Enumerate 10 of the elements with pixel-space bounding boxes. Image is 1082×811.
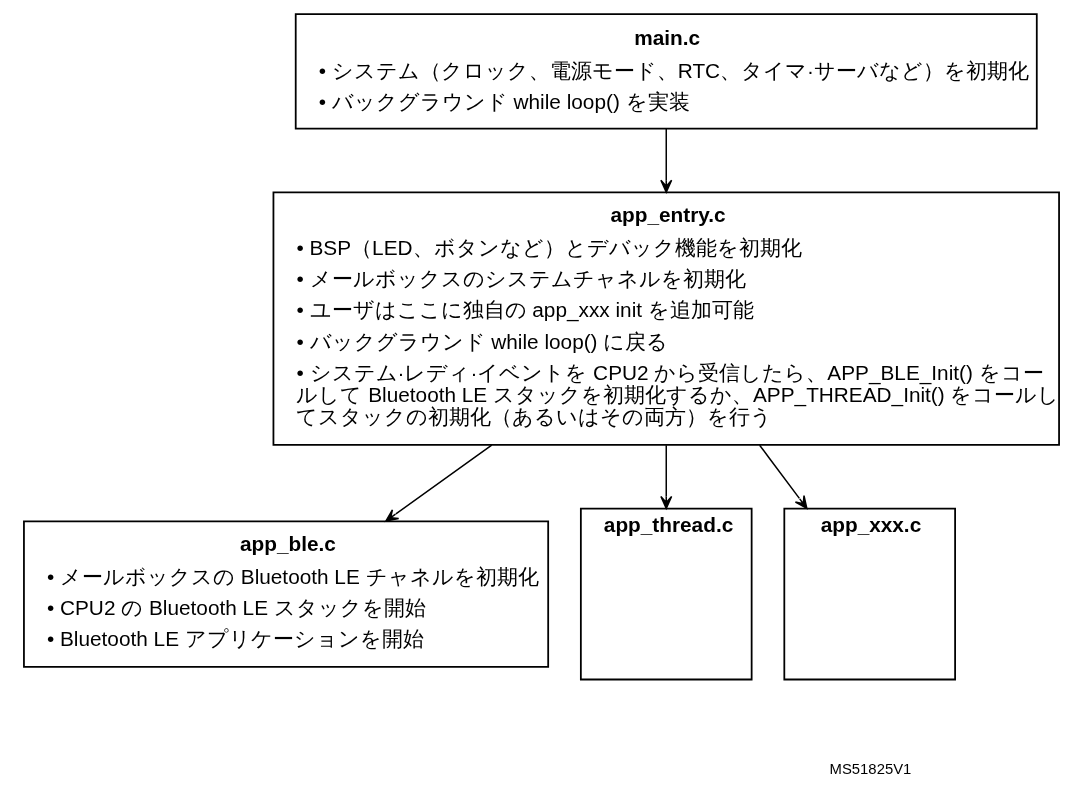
arrow xyxy=(659,128,672,193)
label: MS51825V1 xyxy=(829,760,911,777)
node-box: app_ble.c • メールボックスの Bluetooth LE チャネルを初期化 • CPU2 の Bluetooth LE スタックを開始 • Bluetooth LE アプリケーションを開始 xyxy=(22,520,549,668)
node-box: app_thread.c xyxy=(579,507,753,681)
arrow xyxy=(758,444,808,510)
arrow xyxy=(659,444,672,510)
arrow xyxy=(384,444,492,522)
node-box: app_entry.c • BSP（LED、ボタンなど）とデバック機能を初期化 • メールボックスのシステムチャネルを初期化 • ユーザはここに独自の app_xxx init を追加可能 • バックグラウンド while loop() に戻る • システム·レディ·イベントを CPU2 から受信したら、APP_BLE_Init() をコールして Bluetooth LE スタックを初期化するか、APP_THREAD_Init() をコールしてスタックの初期化（あるいはその両方）を行う xyxy=(272,191,1060,446)
node-box: main.c • システム（クロック、電源モード、RTC、タイマ·サーバなど）を初期化 • バックグラウンド while loop() を実装 xyxy=(294,13,1038,130)
node-box: app_xxx.c xyxy=(782,507,956,681)
